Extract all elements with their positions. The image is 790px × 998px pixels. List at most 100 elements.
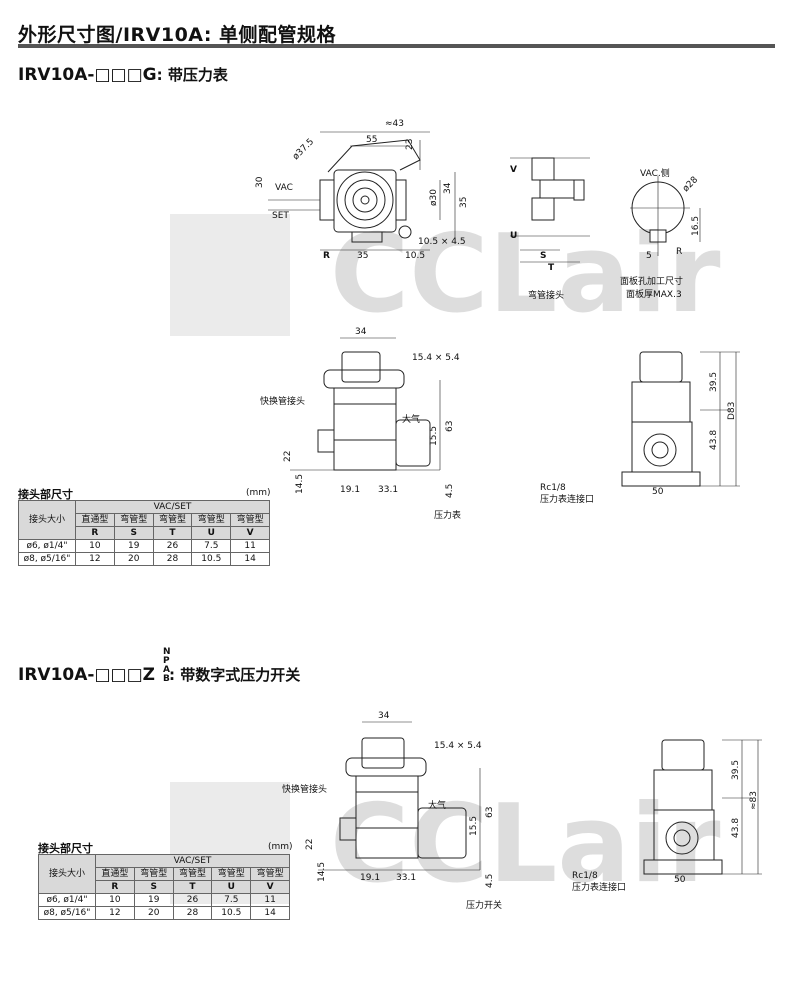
table-row: ø6, ø1/4" 10 19 26 7.5 11	[38, 893, 290, 907]
table1-type: 弯管型	[152, 513, 193, 527]
label-panel-hole: 面板孔加工尺寸	[620, 275, 683, 287]
dim-phi30: ø30	[429, 189, 439, 206]
section1-subtitle: : 带压力表	[156, 66, 228, 84]
side1-label-rc: Rc1/8	[540, 483, 566, 493]
table2-cell: 10.5	[211, 906, 252, 920]
table1-letter: T	[152, 526, 193, 540]
table2-cell: 19	[133, 893, 174, 907]
front2-dim-19-1: 19.1	[360, 873, 380, 883]
dim-T: T	[548, 263, 555, 273]
dim-30: 30	[255, 176, 265, 188]
front2-dim-63: 63	[485, 807, 495, 818]
table2: 接头大小 VAC/SET 直通型 弯管型 弯管型 弯管型 弯管型 R S T U…	[38, 854, 290, 920]
table1-cell: 10.5	[191, 552, 232, 566]
table1-cell: 26	[152, 539, 193, 553]
watermark-logo-top	[170, 214, 290, 336]
table1-title: 接头部尺寸	[18, 488, 73, 501]
table2-letter: U	[211, 880, 252, 894]
front1-dim-19-1: 19.1	[340, 485, 360, 495]
elbow-fitting-drawing	[510, 157, 590, 263]
dim-5: 5	[646, 251, 652, 261]
table2-type: 弯管型	[250, 867, 290, 881]
table2-cell: 28	[172, 906, 213, 920]
table2-letter: R	[95, 880, 135, 894]
table1-cell: 11	[230, 539, 270, 553]
table1-cell: 10	[75, 539, 115, 553]
side-view-drawing-1	[621, 351, 740, 487]
front1-dim-34: 34	[355, 327, 367, 337]
table-row: ø6, ø1/4" 10 19 26 7.5 11	[18, 539, 270, 553]
front2-dim-22: 22	[305, 839, 315, 850]
section2-heading: IRV10A-□□□Z: 带数字式压力开关	[18, 664, 300, 685]
table-row: 接头大小 VAC/SET	[38, 854, 290, 894]
side1-dim-50: 50	[652, 487, 664, 497]
front2-dim-33-1: 33.1	[396, 873, 416, 883]
table2-size-header: 接头大小	[38, 854, 96, 894]
front2-dim-4-5: 4.5	[485, 874, 495, 888]
table1-cell-size: ø8, ø5/16"	[18, 552, 76, 566]
dim-R: R	[323, 251, 330, 261]
table-row: 直通型 弯管型 弯管型 弯管型 弯管型	[19, 513, 270, 527]
table2-cell: 11	[250, 893, 290, 907]
table-row: R S T U V	[39, 880, 290, 894]
dim-phi37-5: ø37.5	[291, 137, 316, 162]
table-row: ø8, ø5/16" 12 20 28 10.5 14	[38, 906, 290, 920]
table1-cell: 14	[230, 552, 270, 566]
title-rule	[18, 44, 775, 48]
table1-type: 弯管型	[230, 513, 270, 527]
front2-label-switch: 压力开关	[466, 899, 502, 911]
dim-10-5: 10.5	[405, 251, 425, 261]
table-row: ø8, ø5/16" 12 20 28 10.5 14	[18, 552, 270, 566]
front1-dim-33-1: 33.1	[378, 485, 398, 495]
side2-label-rc: Rc1/8	[572, 871, 598, 881]
table2-cell: 26	[172, 893, 213, 907]
label-elbow: 弯管接头	[528, 289, 564, 301]
front-view-drawing-2	[318, 721, 481, 871]
panel-hole-drawing	[630, 176, 701, 256]
table2-type: 弯管型	[211, 867, 252, 881]
dim-approx43: ≈43	[385, 119, 404, 129]
table1-group-header: VAC/SET	[75, 500, 270, 514]
side2-dim-43-8: 43.8	[731, 818, 741, 838]
table2-letter: T	[172, 880, 213, 894]
front-view-drawing-1	[290, 337, 441, 471]
table1-type: 弯管型	[191, 513, 232, 527]
section1-heading: IRV10A-□□□G: 带压力表	[18, 64, 228, 85]
front1-label-quick: 快换管接头	[260, 395, 305, 407]
table1-letter: R	[75, 526, 115, 540]
table1-letter: V	[230, 526, 270, 540]
page-title: 外形尺寸图/IRV10A: 单侧配管规格	[18, 24, 337, 46]
front1-dim-15-4: 15.4 × 5.4	[412, 353, 460, 363]
table2-group-header: VAC/SET	[95, 854, 290, 868]
side1-dim-43-8: 43.8	[709, 430, 719, 450]
table2-cell: 10	[95, 893, 135, 907]
front2-label-quick: 快换管接头	[282, 783, 327, 795]
table1-cell: 20	[113, 552, 154, 566]
table1-letter: U	[191, 526, 232, 540]
front2-label-atm: 大气	[428, 799, 446, 811]
side2-dim-83: ≈83	[749, 791, 759, 810]
side2-label-port: 压力表连接口	[572, 881, 626, 893]
table1-cell: 19	[113, 539, 154, 553]
table1-letter: S	[113, 526, 154, 540]
watermark-bottom: CCLair	[330, 782, 721, 907]
dim-S: S	[540, 251, 546, 261]
table2-type: 直通型	[95, 867, 135, 881]
table2-cell-size: ø8, ø5/16"	[38, 906, 96, 920]
front1-dim-4-5: 4.5	[445, 484, 455, 498]
label-panel-thickness: 面板厚MAX.3	[626, 288, 682, 300]
table1-cell: 12	[75, 552, 115, 566]
front1-dim-22: 22	[283, 451, 293, 462]
table2-type: 弯管型	[133, 867, 174, 881]
front1-dim-63: 63	[445, 421, 455, 432]
table1-cell: 28	[152, 552, 193, 566]
table2-letter: S	[133, 880, 174, 894]
dim-R-radius: R	[676, 247, 682, 257]
front2-dim-34: 34	[378, 711, 390, 721]
table1-cell: 7.5	[191, 539, 232, 553]
table2-cell: 20	[133, 906, 174, 920]
table2-unit: (mm)	[268, 842, 293, 852]
table2-cell: 7.5	[211, 893, 252, 907]
